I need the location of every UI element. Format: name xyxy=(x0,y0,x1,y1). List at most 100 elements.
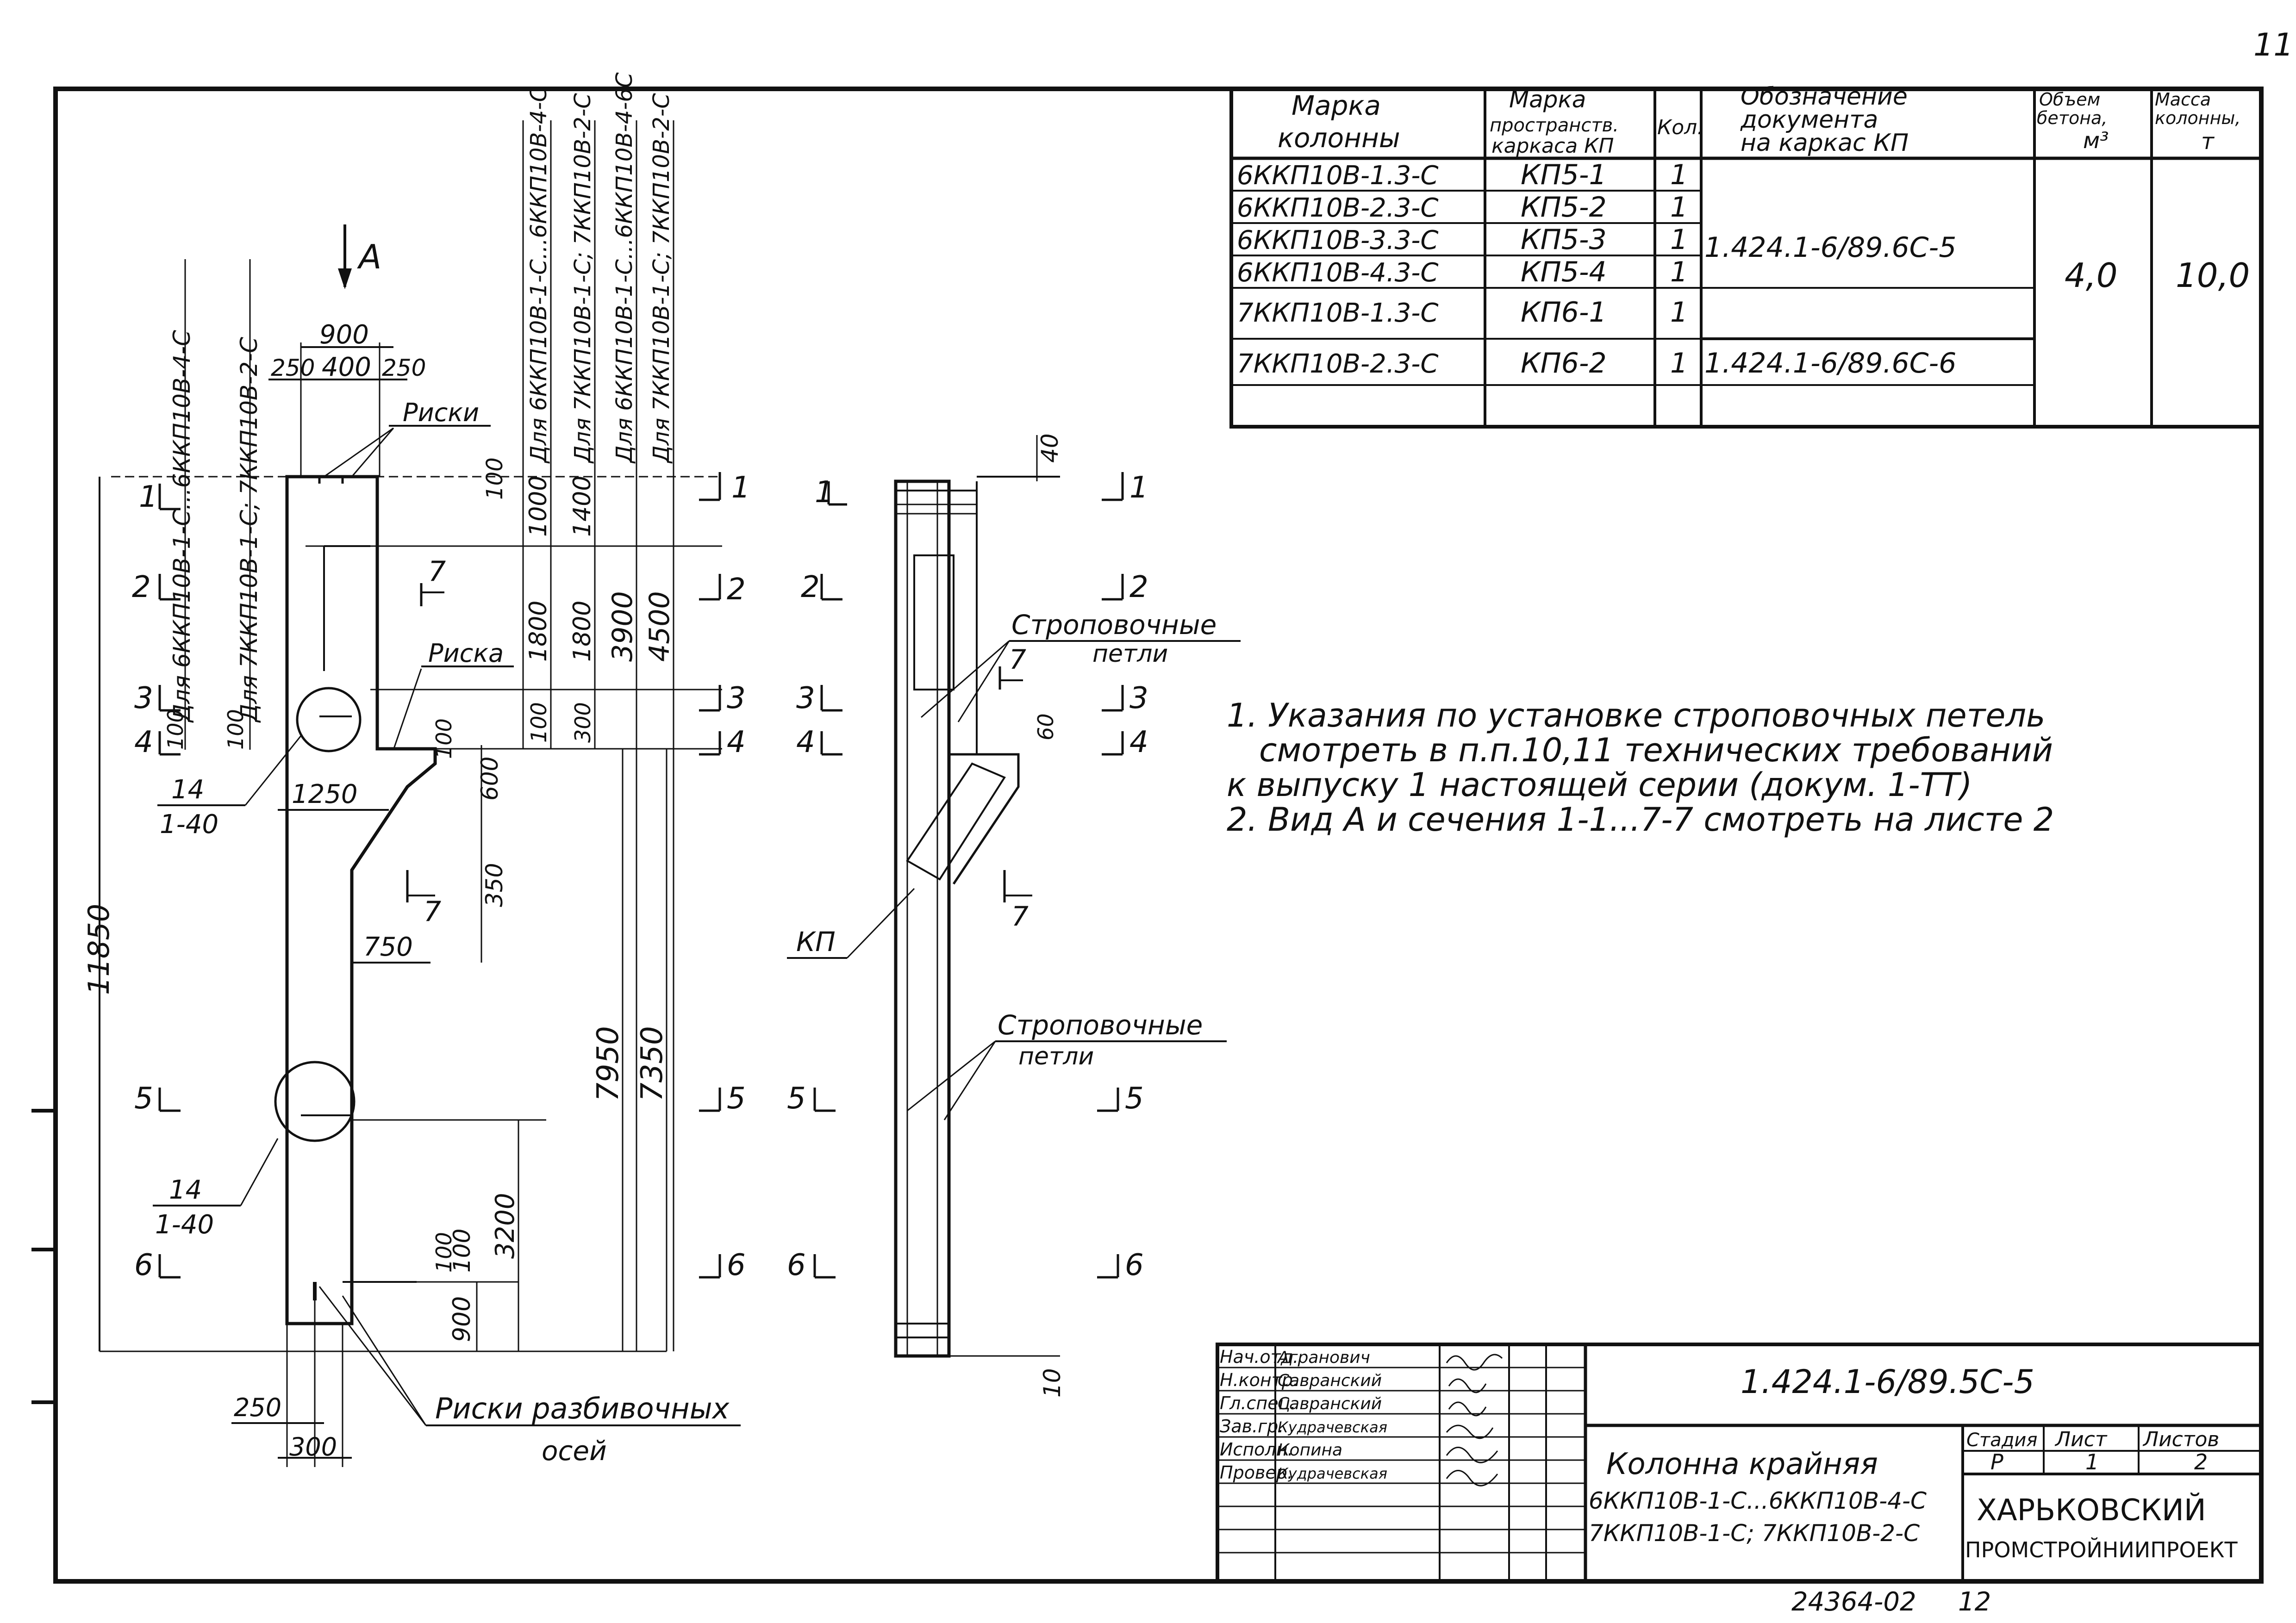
table-row-qty: 1 xyxy=(1670,256,1688,288)
riska-label: Риска xyxy=(428,639,504,668)
dim-7350: 7350 xyxy=(635,1026,669,1101)
stage-value: Р xyxy=(1990,1449,2003,1474)
side-section-2-right: 2 xyxy=(1129,570,1148,604)
dim-60: 60 xyxy=(1033,713,1058,740)
section-1-left: 1 xyxy=(139,480,158,514)
note-line: 2. Вид А и сечения 1-1...7-7 смотреть на… xyxy=(1227,801,2054,839)
side-section-5-left: 5 xyxy=(787,1082,806,1116)
header-frame-3: каркаса КП xyxy=(1491,134,1614,158)
lifting-loops-label-2: петли xyxy=(1092,640,1168,668)
column-side-view: 40 60 10 Строповочные петли Строповочные… xyxy=(787,433,1241,1398)
table-row-frame: КП5-1 xyxy=(1521,159,1607,191)
stage-label: Стадия xyxy=(1966,1430,2037,1451)
title-name: Савранский xyxy=(1278,1394,1382,1413)
header-doc-2: документа xyxy=(1740,106,1878,134)
signature xyxy=(1448,1378,1487,1393)
applicability-label: Для 7ККП10В-1-С; 7ККП10В-2-С xyxy=(570,93,596,464)
drawing-title-1: Колонна крайняя xyxy=(1606,1447,1878,1481)
title-role: Провер. xyxy=(1220,1462,1293,1483)
dim-1800: 1800 xyxy=(568,601,596,662)
title-role: Гл.спец. xyxy=(1220,1393,1296,1413)
riski-label: Риски xyxy=(403,398,479,427)
header-qty: Кол. xyxy=(1657,116,1703,139)
header-volume-3: м³ xyxy=(2083,128,2109,154)
dim-7950: 7950 xyxy=(591,1026,625,1101)
sheets-value: 2 xyxy=(2194,1449,2208,1474)
table-row-frame: КП5-3 xyxy=(1521,224,1607,256)
table-row-mark: 6ККП10В-3.3-С xyxy=(1237,225,1439,255)
note-line: к выпуску 1 настоящей серии (докум. 1-ТТ… xyxy=(1227,766,1972,804)
section-5-right: 5 xyxy=(727,1082,746,1116)
table-row-mark: 6ККП10В-4.3-С xyxy=(1237,258,1439,288)
table-row-mark: 7ККП10В-1.3-С xyxy=(1237,298,1439,328)
column-outline xyxy=(285,475,437,1325)
side-section-3-right: 3 xyxy=(1129,681,1148,715)
header-mass-3: т xyxy=(2201,129,2215,155)
side-section-6-right: 6 xyxy=(1125,1248,1144,1282)
doc-group-1: 1.424.1-6/89.6С-5 xyxy=(1704,231,1956,264)
applicability-label: Для 6ККП10В-1-С...6ККП10В-4-С xyxy=(168,330,195,723)
side-section-6-left: 6 xyxy=(787,1248,806,1282)
sheet-value: 1 xyxy=(2085,1449,2099,1474)
table-row-qty: 1 xyxy=(1670,191,1688,224)
dim-100: 100 xyxy=(223,709,248,750)
signature xyxy=(1446,1470,1498,1486)
note-line: смотреть в п.п.10,11 технических требова… xyxy=(1259,731,2053,769)
header-doc-3: на каркас КП xyxy=(1741,129,1909,157)
signature xyxy=(1446,1354,1503,1371)
dim-1800: 1800 xyxy=(524,601,552,662)
column-mass: 10,0 xyxy=(2176,256,2250,295)
side-section-4-right: 4 xyxy=(1129,725,1148,759)
dim-750: 750 xyxy=(363,932,413,962)
table-border xyxy=(1229,87,2263,429)
title-name: Кудрачевская xyxy=(1278,1465,1387,1482)
dim-40: 40 xyxy=(1036,433,1063,463)
dim-1000: 1000 xyxy=(524,476,552,537)
side-section-4-left: 4 xyxy=(796,725,815,759)
section-6-right: 6 xyxy=(727,1248,746,1282)
dim-4500: 4500 xyxy=(643,591,676,662)
title-name: Савранский xyxy=(1278,1371,1382,1390)
dim-100: 100 xyxy=(431,1232,456,1273)
concrete-volume: 4,0 xyxy=(2065,256,2118,295)
dim-600: 600 xyxy=(476,757,503,801)
detail-circle-top xyxy=(296,687,362,752)
header-frame-2: пространств. xyxy=(1490,115,1619,136)
signature xyxy=(1448,1401,1487,1417)
dim-350: 350 xyxy=(481,863,508,907)
applicability-label: Для 6ККП10В-1-С...6ККП10В-4-6С xyxy=(611,72,637,464)
section-2-left: 2 xyxy=(132,570,151,604)
dim-top-right: 250 xyxy=(382,354,426,381)
dim-3900: 3900 xyxy=(606,591,639,662)
dim-11850: 11850 xyxy=(82,904,116,995)
section-3-right: 3 xyxy=(727,681,746,715)
title-role: Нач.отд. xyxy=(1220,1347,1298,1367)
column-front-view: А 900 250 400 250 Риски Риска 7 7 1250 7… xyxy=(82,72,750,1467)
table-row-mark: 7ККП10В-2.3-С xyxy=(1237,349,1439,379)
header-volume-2: бетона, xyxy=(2037,108,2107,128)
sheet-label: Лист xyxy=(2054,1428,2108,1451)
dim-3200: 3200 xyxy=(490,1193,520,1259)
header-mass-2: колонны, xyxy=(2155,108,2241,128)
view-arrow xyxy=(338,268,352,289)
axis-marks-label: Риски разбивочных xyxy=(435,1392,730,1425)
dim-consol: 1250 xyxy=(292,779,358,809)
dim-900: 900 xyxy=(448,1296,476,1342)
header-mark-1: Марка xyxy=(1292,90,1381,121)
dim-300: 300 xyxy=(570,702,595,743)
header-volume-1: Объем xyxy=(2039,89,2100,110)
notes: 1. Указания по установке строповочных пе… xyxy=(1227,696,2054,839)
table-row-qty: 1 xyxy=(1670,347,1688,379)
table-row-mark: 6ККП10В-2.3-С xyxy=(1237,193,1439,223)
applicability-label: Для 6ККП10В-1-С...6ККП10В-4-С xyxy=(526,86,552,464)
table-row-frame: КП5-2 xyxy=(1521,191,1607,224)
dim-top-mid: 400 xyxy=(322,352,371,382)
callout-top-sheet: 1-40 xyxy=(160,809,218,839)
section-6-left: 6 xyxy=(134,1248,153,1282)
side-section-5-right: 5 xyxy=(1125,1082,1144,1116)
title-role: Исполн. xyxy=(1220,1439,1293,1460)
applicability-label: Для 7ККП10В-1-С; 7ККП10В-2-С xyxy=(649,93,674,464)
dim-bottom-300: 300 xyxy=(289,1432,337,1461)
dim-top-total: 900 xyxy=(319,320,369,350)
